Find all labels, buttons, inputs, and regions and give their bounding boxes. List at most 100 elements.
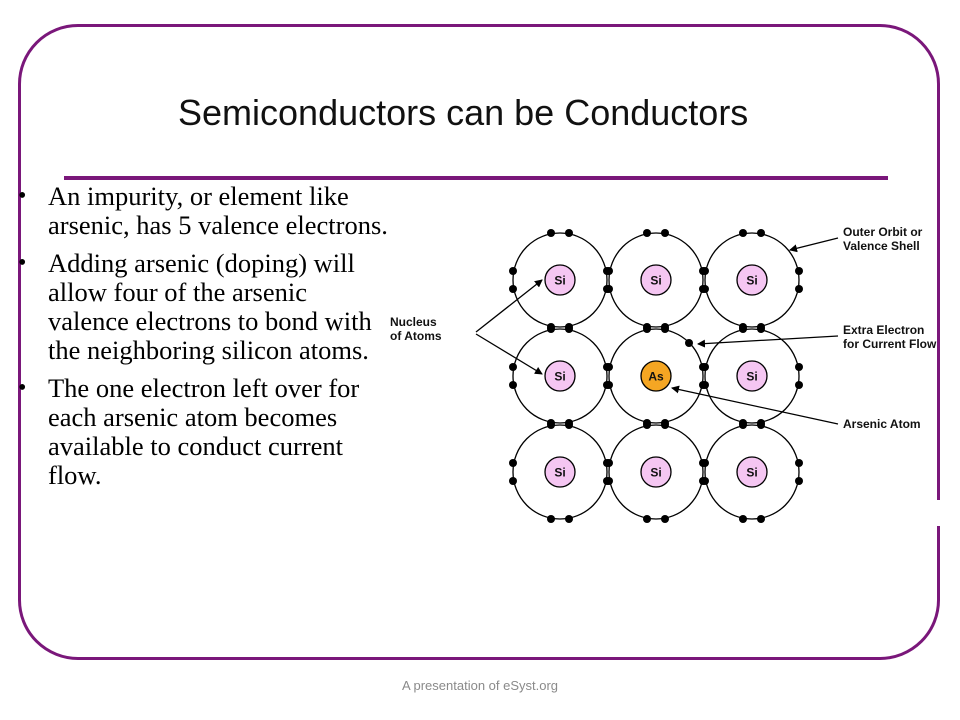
label-extra-electron: Extra Electron [843,323,924,337]
slide-frame [18,24,940,660]
silicon-nucleus [640,264,672,296]
extra-electron [685,339,693,347]
valence-electron [643,421,651,429]
label-arsenic-atom: Arsenic Atom [843,417,921,431]
valence-electron [795,267,803,275]
valence-electron [565,515,573,523]
valence-electron [795,381,803,389]
valence-electron [565,421,573,429]
label-outer-orbit: Valence Shell [843,239,920,253]
valence-electron [643,325,651,333]
atom-symbol: Si [746,370,757,384]
bullet-list: • An impurity, or element like arsenic, h… [18,182,390,499]
valence-electron [739,325,747,333]
valence-electron [547,229,555,237]
valence-electron [509,285,517,293]
valence-electron [757,515,765,523]
silicon-nucleus [736,456,768,488]
valence-electron [701,363,709,371]
valence-electron [661,421,669,429]
valence-electron [795,285,803,293]
valence-electron [739,229,747,237]
valence-electron [661,515,669,523]
valence-shell [608,232,704,328]
silicon-nucleus [640,456,672,488]
valence-electron [605,381,613,389]
valence-shell [704,232,800,328]
valence-shell [608,328,704,424]
valence-electron [661,229,669,237]
leader-lines [475,237,839,425]
valence-electron [509,477,517,485]
label-nucleus: Nucleus [390,315,437,329]
valence-electron [547,515,555,523]
valence-electron [605,459,613,467]
arsenic-nucleus [640,360,672,392]
bullet-text: Adding arsenic (doping) will allow four … [48,248,372,365]
bullet-item: • The one electron left over for each ars… [18,374,390,490]
valence-electron [547,325,555,333]
atom-symbol: Si [650,466,661,480]
label-nucleus: of Atoms [390,329,442,343]
atom-symbol: Si [554,274,565,288]
silicon-nucleus [544,456,576,488]
atom-symbol: Si [554,466,565,480]
valence-electron [701,477,709,485]
bullet-text: An impurity, or element like arsenic, ha… [48,181,388,240]
arrow-outer-orbit [789,237,839,253]
valence-electron [739,421,747,429]
valence-electron [795,363,803,371]
valence-electron [757,325,765,333]
valence-electron [547,421,555,429]
valence-electron [565,325,573,333]
valence-shell [512,328,608,424]
valence-electron [605,267,613,275]
valence-shell [512,424,608,520]
arrow-nucleus-mid [475,333,543,375]
atom-symbol: As [648,370,664,384]
valence-electron [757,229,765,237]
valence-electron [661,325,669,333]
valence-electron [701,267,709,275]
valence-electron [509,459,517,467]
valence-electron [565,229,573,237]
atom-symbol: Si [746,466,757,480]
valence-electron [701,459,709,467]
arrow-arsenic-atom [671,385,839,425]
silicon-nucleus [736,360,768,392]
silicon-nucleus [544,360,576,392]
valence-electron [605,477,613,485]
bullet-dot: • [18,375,27,401]
footer-credit: A presentation of eSyst.org [401,678,559,693]
valence-electron [509,363,517,371]
valence-electron [643,515,651,523]
valence-shell [512,232,608,328]
bullet-dot: • [18,183,27,209]
valence-electron [605,285,613,293]
atom-symbol: Si [554,370,565,384]
bullet-item: • An impurity, or element like arsenic, h… [18,182,390,240]
atom-symbol: Si [746,274,757,288]
slide-title: Semiconductors can be Conductors [178,92,749,133]
valence-electron [509,267,517,275]
valence-shell [608,424,704,520]
label-extra-electron: for Current Flow [843,337,937,351]
silicon-nucleus [544,264,576,296]
arrow-nucleus-top [475,279,543,333]
valence-shell [704,424,800,520]
bullet-item: • Adding arsenic (doping) will allow four… [18,249,390,365]
valence-electron [795,477,803,485]
silicon-nucleus [736,264,768,296]
bullet-text: The one electron left over for each arse… [48,373,360,490]
title-underline [64,176,888,180]
label-outer-orbit: Outer Orbit or [843,225,923,239]
valence-electron [757,421,765,429]
valence-electron [701,381,709,389]
valence-shell [704,328,800,424]
bullet-dot: • [18,250,27,276]
valence-electron [605,363,613,371]
valence-electron [643,229,651,237]
valence-electron [739,515,747,523]
